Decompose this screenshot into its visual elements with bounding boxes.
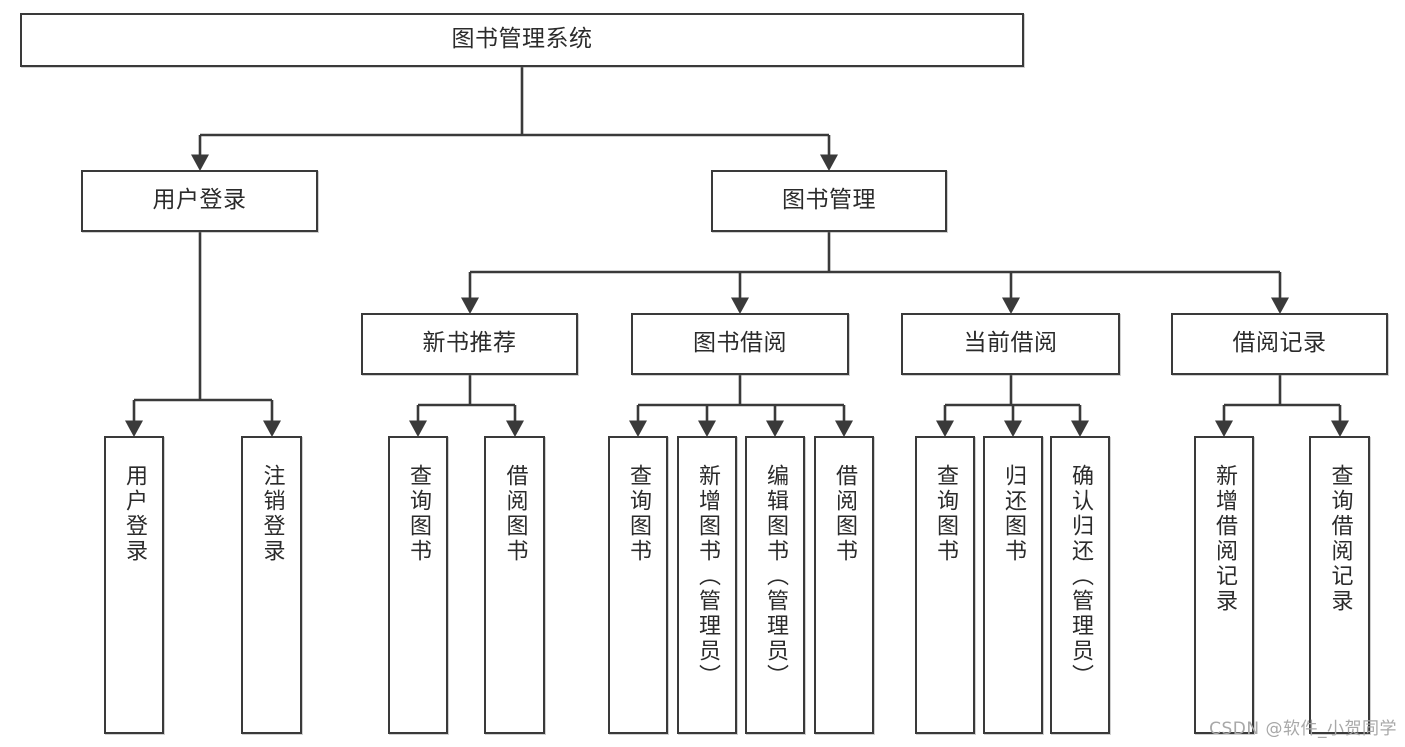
node-label: 图书管理系统: [451, 26, 593, 53]
node-label: 图书管理: [782, 187, 876, 214]
node-new-book-rec[interactable]: 新书推荐: [361, 313, 578, 375]
node-label: 确认归还（管理员）: [1067, 464, 1093, 689]
node-leaf-query-book-1[interactable]: 查询图书: [388, 436, 448, 734]
node-label: 借阅记录: [1232, 330, 1327, 357]
node-leaf-query-record[interactable]: 查询借阅记录: [1309, 436, 1370, 734]
node-leaf-edit-book[interactable]: 编辑图书（管理员）: [745, 436, 805, 734]
node-label: 用户登录: [152, 187, 247, 214]
node-label: 图书借阅: [693, 330, 787, 357]
node-leaf-confirm-ret[interactable]: 确认归还（管理员）: [1050, 436, 1110, 734]
node-leaf-user-login[interactable]: 用户登录: [104, 436, 164, 734]
node-label: 注销登录: [259, 464, 285, 564]
node-label: 归还图书: [1000, 464, 1026, 564]
node-label: 新增借阅记录: [1211, 464, 1237, 614]
node-book-borrow[interactable]: 图书借阅: [631, 313, 849, 375]
node-user-login[interactable]: 用户登录: [81, 170, 318, 232]
node-leaf-query-book-3[interactable]: 查询图书: [915, 436, 975, 734]
node-label: 查询图书: [932, 464, 958, 564]
node-leaf-return-book[interactable]: 归还图书: [983, 436, 1043, 734]
node-leaf-add-book[interactable]: 新增图书（管理员）: [677, 436, 737, 734]
node-root[interactable]: 图书管理系统: [20, 13, 1024, 67]
node-label: 查询借阅记录: [1327, 464, 1353, 614]
node-label: 借阅图书: [502, 464, 528, 564]
node-label: 查询图书: [405, 464, 431, 564]
node-leaf-add-record[interactable]: 新增借阅记录: [1194, 436, 1254, 734]
node-leaf-user-logout[interactable]: 注销登录: [241, 436, 302, 734]
node-leaf-query-book-2[interactable]: 查询图书: [608, 436, 668, 734]
node-label: 用户登录: [121, 464, 147, 564]
node-label: 编辑图书（管理员）: [762, 464, 788, 689]
node-borrow-record[interactable]: 借阅记录: [1171, 313, 1388, 375]
node-label: 新增图书（管理员）: [694, 464, 720, 689]
node-label: 查询图书: [625, 464, 651, 564]
node-label: 当前借阅: [963, 330, 1058, 357]
node-book-manage[interactable]: 图书管理: [711, 170, 947, 232]
node-leaf-borrow-book-2[interactable]: 借阅图书: [814, 436, 874, 734]
node-current-borrow[interactable]: 当前借阅: [901, 313, 1120, 375]
node-leaf-borrow-book-1[interactable]: 借阅图书: [484, 436, 545, 734]
node-label: 新书推荐: [422, 330, 517, 357]
node-label: 借阅图书: [831, 464, 857, 564]
